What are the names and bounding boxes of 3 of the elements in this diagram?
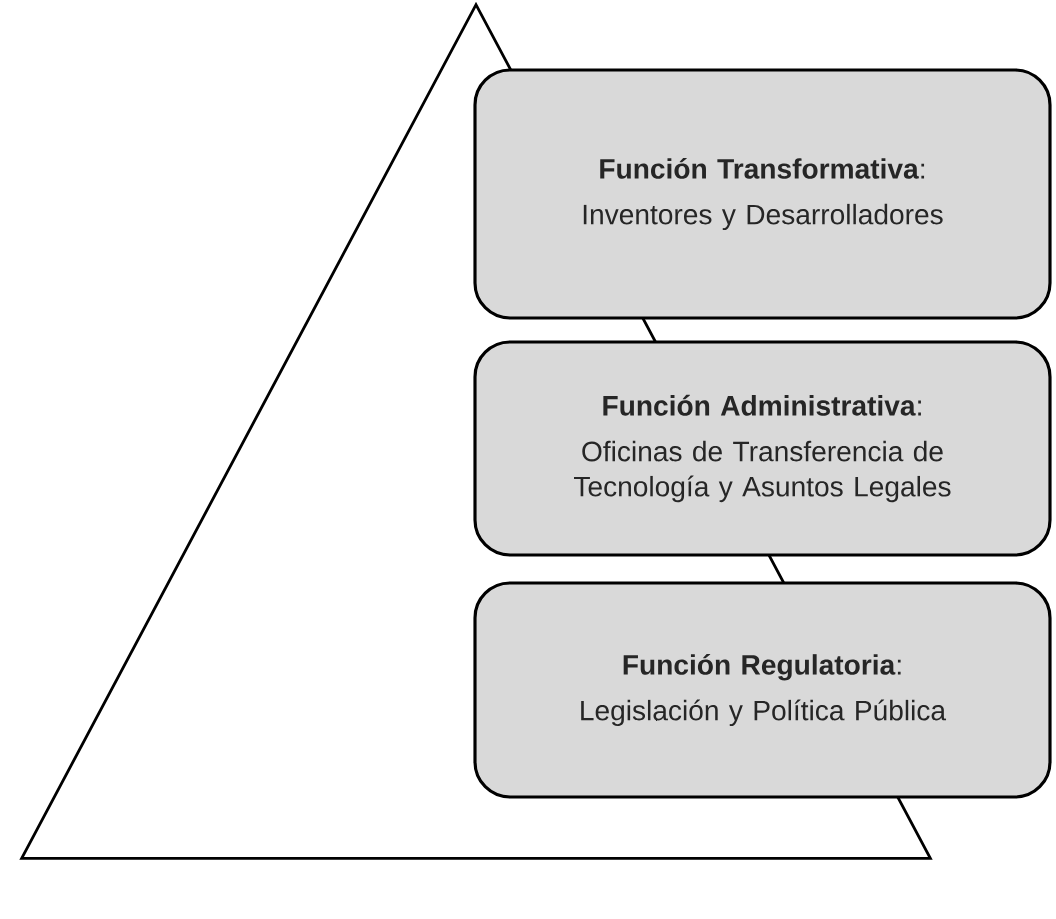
function-box: Función Transformativa: Inventores y Desarrolladores <box>473 68 1052 320</box>
function-box: Función Administrativa: Oficinas de Transferencia de Tecnología y Asuntos Legales <box>473 340 1052 557</box>
function-box: Función Regulatoria: Legislación y Política Pública <box>473 581 1052 799</box>
